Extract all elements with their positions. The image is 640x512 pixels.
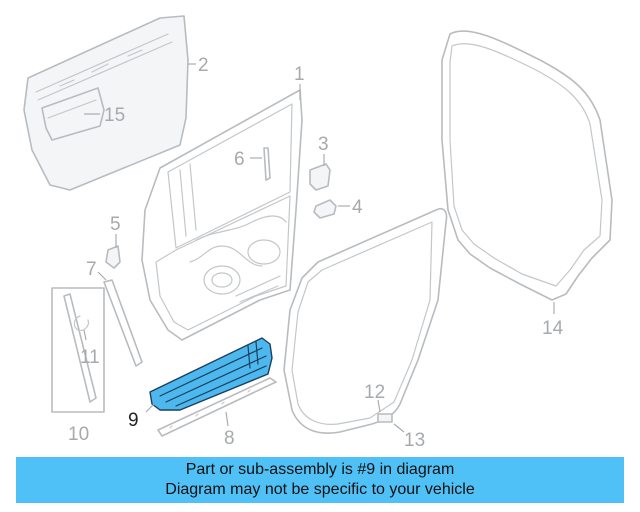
callout-11: 11 xyxy=(80,347,100,368)
callout-1: 1 xyxy=(294,64,305,85)
info-banner: Part or sub-assembly is #9 in diagram Di… xyxy=(16,457,624,503)
banner-line-2: Diagram may not be specific to your vehi… xyxy=(165,481,475,498)
leader-lines xyxy=(83,63,555,433)
part-10-box xyxy=(51,287,105,413)
callout-labels: 1 2 3 4 5 6 7 8 9 10 11 12 13 14 15 xyxy=(68,55,564,451)
callout-9: 9 xyxy=(128,410,139,431)
callout-7: 7 xyxy=(86,259,97,280)
callout-13: 13 xyxy=(404,430,425,451)
part-6-rod xyxy=(263,147,271,181)
callout-6: 6 xyxy=(234,149,245,170)
part-2-door-trim-panel xyxy=(23,15,189,191)
part-14-body-weatherstrip xyxy=(441,30,613,301)
part-4-clip xyxy=(313,199,337,219)
part-7-strip xyxy=(103,279,143,367)
part-5-bracket xyxy=(105,245,121,269)
callout-4: 4 xyxy=(352,197,363,218)
callout-12: 12 xyxy=(364,382,385,403)
callout-10: 10 xyxy=(68,424,89,445)
callout-2: 2 xyxy=(198,55,209,76)
parts-diagram: 1 2 3 4 5 6 7 8 9 10 11 12 13 14 15 xyxy=(23,15,613,451)
part-15-pocket xyxy=(41,87,105,141)
part-3-bracket xyxy=(309,163,331,191)
part-12-weatherstrip xyxy=(283,207,448,434)
callout-3: 3 xyxy=(318,134,329,155)
part-9-sill-trim-highlighted xyxy=(149,337,273,411)
part-13-clip xyxy=(377,413,393,423)
part-1-door-shell xyxy=(141,89,303,341)
callout-15: 15 xyxy=(104,105,125,126)
callout-8: 8 xyxy=(224,428,235,449)
banner-line-1: Part or sub-assembly is #9 in diagram xyxy=(185,461,455,478)
callout-14: 14 xyxy=(542,318,564,339)
part-8-sill-strip xyxy=(157,377,277,437)
callout-5: 5 xyxy=(110,214,121,235)
